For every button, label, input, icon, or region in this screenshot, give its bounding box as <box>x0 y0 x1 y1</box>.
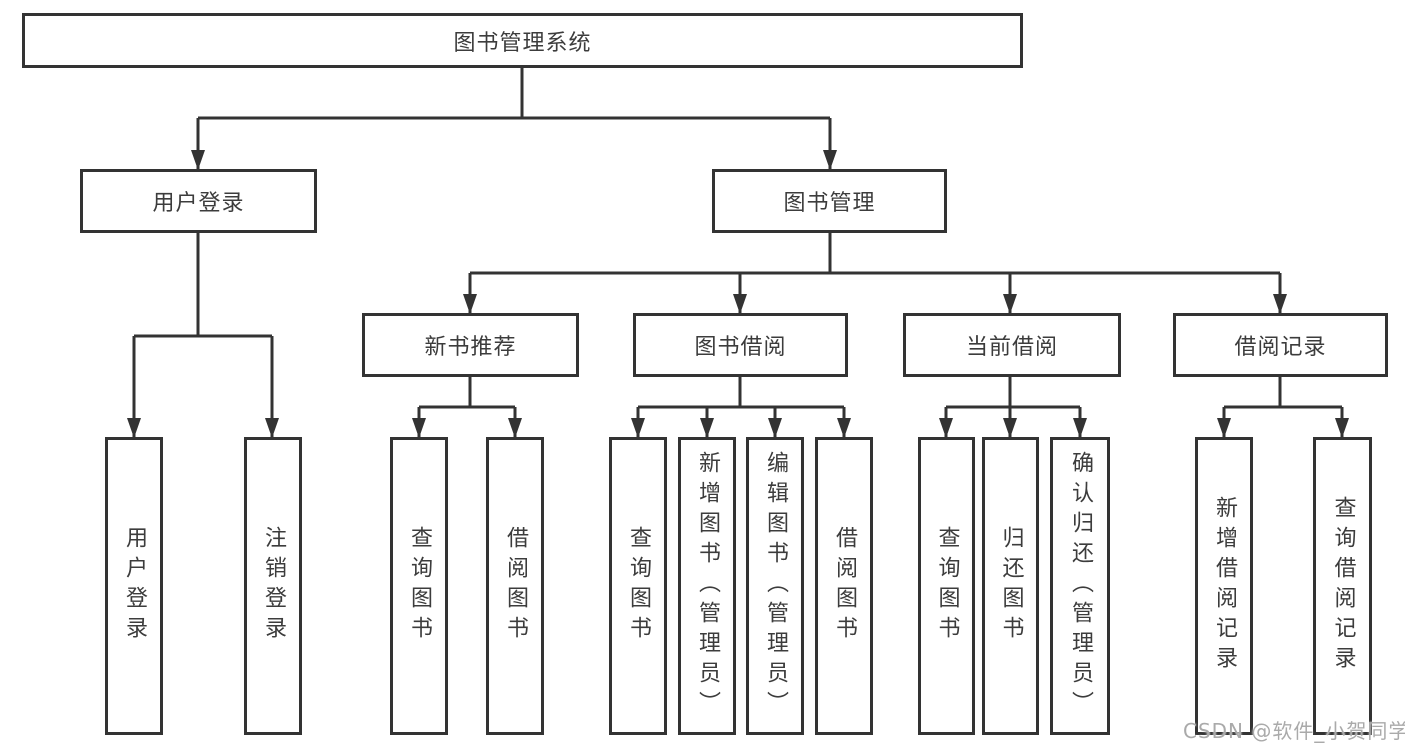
leaf-add-borrow-record-label: 新增借阅记录 <box>1212 496 1237 676</box>
leaf-query-books-current-label: 查询图书 <box>934 526 960 646</box>
node-borrow-records-label: 借阅记录 <box>1234 335 1327 360</box>
leaf-query-books-borrow-label: 查询图书 <box>626 526 651 646</box>
leaf-borrow-books-recommend-label: 借阅图书 <box>503 526 528 646</box>
leaf-query-books-current: 查询图书 <box>918 437 975 735</box>
node-current-borrow-label: 当前借阅 <box>965 335 1058 360</box>
leaf-return-book-label: 归还图书 <box>998 526 1024 646</box>
leaf-query-books-recommend-label: 查询图书 <box>407 526 432 646</box>
node-current-borrow: 当前借阅 <box>903 313 1121 377</box>
node-book-borrow: 图书借阅 <box>633 313 848 377</box>
leaf-edit-book-admin: 编辑图书（管理员） <box>746 437 804 735</box>
leaf-borrow-books: 借阅图书 <box>815 437 873 735</box>
leaf-add-book-admin: 新增图书（管理员） <box>678 437 736 735</box>
leaf-query-books-borrow: 查询图书 <box>609 437 667 735</box>
leaf-confirm-return-admin: 确认归还（管理员） <box>1050 437 1110 735</box>
node-borrow-records: 借阅记录 <box>1173 313 1388 377</box>
leaf-logout: 注销登录 <box>244 437 302 735</box>
node-user-login: 用户登录 <box>80 169 317 233</box>
leaf-logout-label: 注销登录 <box>261 526 286 646</box>
node-book-management-label: 图书管理 <box>783 191 876 216</box>
node-user-login-label: 用户登录 <box>152 191 245 216</box>
node-new-book-recommend-label: 新书推荐 <box>424 335 517 360</box>
leaf-query-books-recommend: 查询图书 <box>390 437 448 735</box>
node-root-label: 图书管理系统 <box>453 30 592 56</box>
leaf-add-borrow-record: 新增借阅记录 <box>1195 437 1253 735</box>
leaf-user-login: 用户登录 <box>105 437 163 735</box>
node-book-management: 图书管理 <box>712 169 947 233</box>
leaf-borrow-books-recommend: 借阅图书 <box>486 437 544 735</box>
leaf-borrow-books-label: 借阅图书 <box>832 526 857 646</box>
leaf-return-book: 归还图书 <box>982 437 1039 735</box>
node-book-borrow-label: 图书借阅 <box>694 335 787 360</box>
leaf-add-book-admin-label: 新增图书（管理员） <box>695 451 720 721</box>
leaf-query-borrow-record: 查询借阅记录 <box>1313 437 1372 735</box>
watermark: CSDN @软件_小贺同学 <box>1183 719 1405 743</box>
node-new-book-recommend: 新书推荐 <box>362 313 579 377</box>
leaf-user-login-label: 用户登录 <box>122 526 147 646</box>
leaf-edit-book-admin-label: 编辑图书（管理员） <box>763 451 788 721</box>
leaf-query-borrow-record-label: 查询借阅记录 <box>1330 496 1356 676</box>
leaf-confirm-return-admin-label: 确认归还（管理员） <box>1068 451 1093 721</box>
node-root: 图书管理系统 <box>22 13 1023 68</box>
